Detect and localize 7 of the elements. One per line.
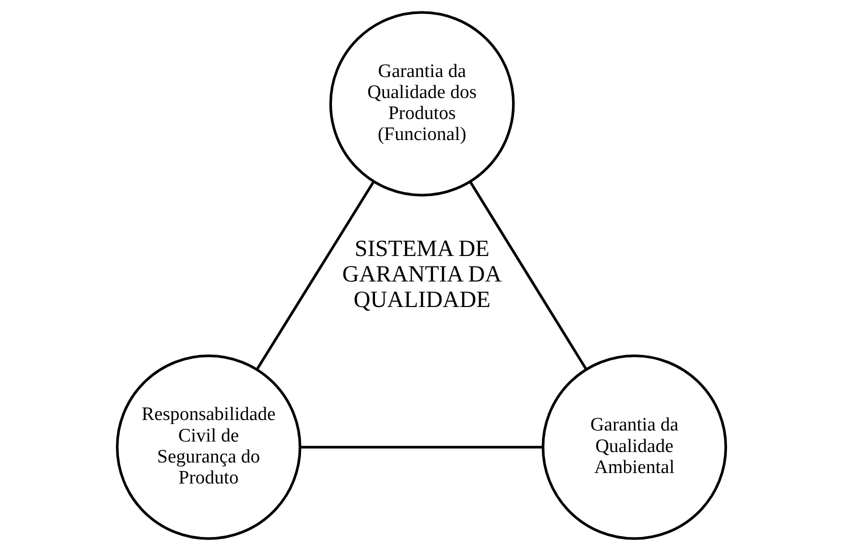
label: SISTEMA DE GARANTIA DA QUALIDADE (342, 236, 502, 313)
connector (300, 446, 543, 448)
node-circle: Responsabilidade Civil de Segurança do Produto (116, 354, 302, 540)
connector (256, 181, 375, 370)
connector (469, 181, 588, 370)
node-circle: Garantia da Qualidade dos Produtos (Funcional) (329, 11, 515, 197)
node-circle: Garantia da Qualidade Ambiental (542, 354, 728, 540)
